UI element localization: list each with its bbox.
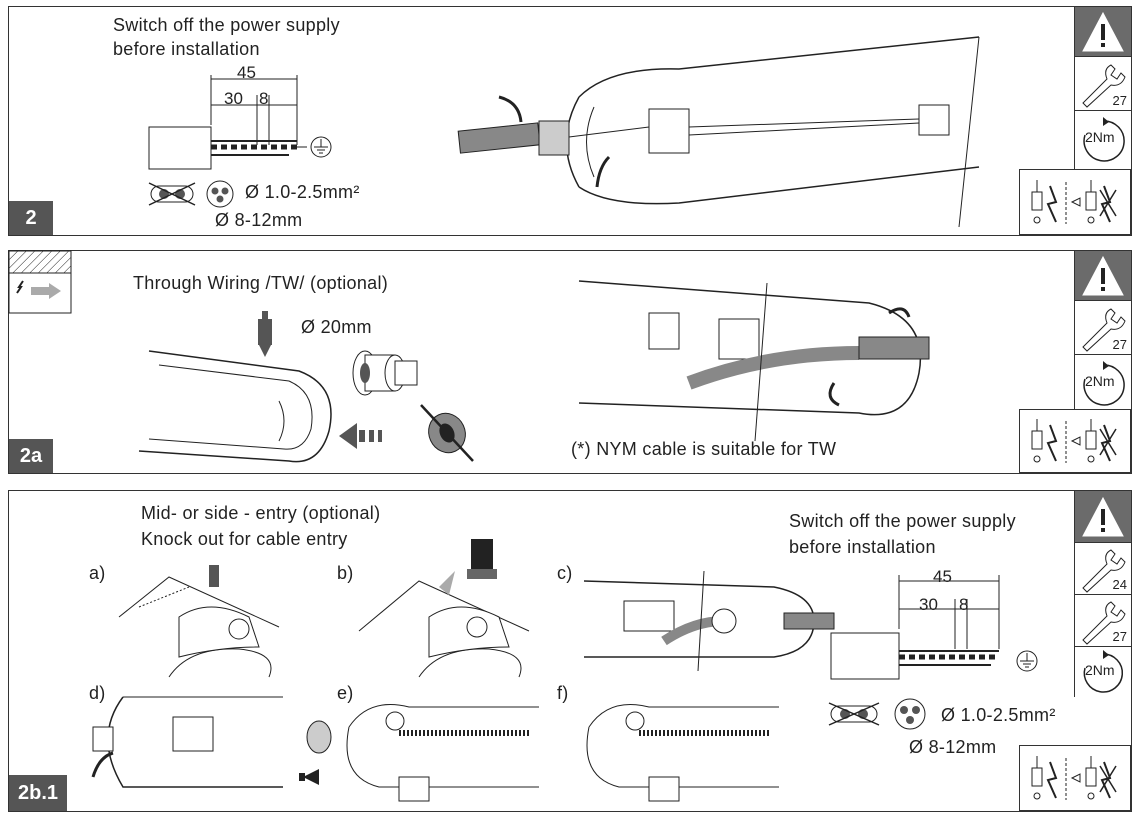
step-f-label: f) <box>557 683 569 703</box>
torque-box: 2Nm <box>1075 647 1131 697</box>
electrical-disconnect-box <box>1019 409 1131 473</box>
side-icon-column: 27 2Nm <box>1074 7 1131 169</box>
grommet-crossed-icon <box>420 404 474 462</box>
wrench-box: 27 <box>1075 57 1131 111</box>
torque-arrow-icon <box>1083 117 1125 162</box>
wrench-box: 27 <box>1075 301 1131 355</box>
step-b-label: b) <box>337 563 354 583</box>
warning-triangle-icon <box>1082 496 1124 537</box>
safety-note-line1: Switch off the power supply <box>789 511 1016 531</box>
step-d-illustration <box>91 696 283 788</box>
torque-arrow-icon <box>1083 361 1125 406</box>
through-wiring-illustration <box>578 280 930 442</box>
wire-size: Ø 1.0-2.5mm² <box>941 705 1056 725</box>
dim-a: 30 <box>224 89 243 108</box>
ground-symbol-icon <box>310 136 332 158</box>
section-title-line1: Mid- or side - entry (optional) <box>141 503 381 523</box>
section-title-line2: Knock out for cable entry <box>141 529 348 549</box>
panel-step-2a: 2a Through Wiring /TW/ (optional) Ø 20mm <box>8 250 1132 474</box>
dim-total: 45 <box>933 567 952 586</box>
torque-arrow-icon <box>1083 650 1124 693</box>
step-f-illustration <box>586 704 779 802</box>
insert-arrow-icon <box>339 423 382 449</box>
round-cable-icon <box>894 698 926 730</box>
through-wiring-icon <box>8 250 72 314</box>
luminaire-connection-illustration <box>457 36 980 228</box>
hole-diameter: Ø 20mm <box>301 317 372 337</box>
electrical-disconnect-icon <box>1031 419 1117 463</box>
step-b-illustration <box>358 539 530 678</box>
step-badge: 2a <box>9 439 53 473</box>
wrench-icon <box>1082 308 1126 352</box>
warning-triangle-icon <box>1082 255 1124 296</box>
ground-symbol-icon <box>1016 650 1038 672</box>
cable-diameter: Ø 8-12mm <box>909 737 997 757</box>
electrical-disconnect-box <box>1019 169 1131 235</box>
panel-step-2: 2 Switch off the power supply before ins… <box>8 6 1132 236</box>
panel-step-2b1: 2b.1 Mid- or side - entry (optional) Kno… <box>8 490 1132 812</box>
safety-note-line2: before installation <box>789 537 936 557</box>
step-a-label: a) <box>89 563 106 583</box>
wrench-size: 27 <box>1112 337 1127 352</box>
side-icon-column: 24 27 2Nm <box>1074 491 1131 697</box>
step-e-illustration <box>299 704 539 802</box>
step-badge: 2b.1 <box>9 775 67 811</box>
wrench-icon <box>1082 601 1126 645</box>
cable-diameter: Ø 8-12mm <box>215 210 303 230</box>
flat-cable-crossed-icon <box>828 702 880 726</box>
torque-value: 2Nm <box>1085 129 1115 145</box>
torque-value: 2Nm <box>1085 373 1115 389</box>
wrench-icon <box>1082 549 1126 593</box>
wrench-box-2: 27 <box>1075 595 1131 647</box>
step-d-label: d) <box>89 683 106 703</box>
warning-triangle-icon <box>1082 11 1124 52</box>
section-title: Through Wiring /TW/ (optional) <box>133 273 389 293</box>
step-c-label: c) <box>557 563 573 583</box>
wrench-icon <box>1082 64 1126 108</box>
safety-note-line1: Switch off the power supply <box>113 15 340 35</box>
warning-box <box>1075 7 1131 57</box>
wrench-box-1: 24 <box>1075 543 1131 595</box>
torque-value: 2Nm <box>1085 662 1115 678</box>
side-icon-column: 27 2Nm <box>1074 251 1131 411</box>
nym-cable-note: (*) NYM cable is suitable for TW <box>571 439 837 459</box>
wrench-size: 24 <box>1112 577 1127 592</box>
flat-cable-crossed-icon <box>148 182 196 206</box>
dim-b: 8 <box>259 89 269 108</box>
warning-box <box>1075 491 1131 543</box>
dim-a: 30 <box>919 595 938 614</box>
step-a-illustration <box>118 565 280 678</box>
step-e-label: e) <box>337 683 354 703</box>
wire-size: Ø 1.0-2.5mm² <box>245 182 360 202</box>
torque-box: 2Nm <box>1075 355 1131 411</box>
electrical-disconnect-icon <box>1031 180 1117 224</box>
electrical-disconnect-box <box>1019 745 1131 811</box>
dim-b: 8 <box>959 595 969 614</box>
luminaire-endcap-illustration <box>138 350 332 463</box>
wire-strip-diagram <box>830 575 1000 680</box>
step-badge: 2 <box>9 201 53 235</box>
step-c-illustration <box>583 570 835 672</box>
round-cable-icon <box>206 180 234 208</box>
electrical-disconnect-icon <box>1031 756 1117 800</box>
wrench-size: 27 <box>1112 629 1127 644</box>
cable-gland-icon <box>352 350 418 396</box>
knockout-punch-icon <box>258 311 272 357</box>
dim-total: 45 <box>237 63 256 82</box>
safety-note-line2: before installation <box>113 39 260 59</box>
wire-strip-diagram <box>148 75 307 170</box>
torque-box: 2Nm <box>1075 111 1131 169</box>
wrench-size: 27 <box>1112 93 1127 108</box>
warning-box <box>1075 251 1131 301</box>
